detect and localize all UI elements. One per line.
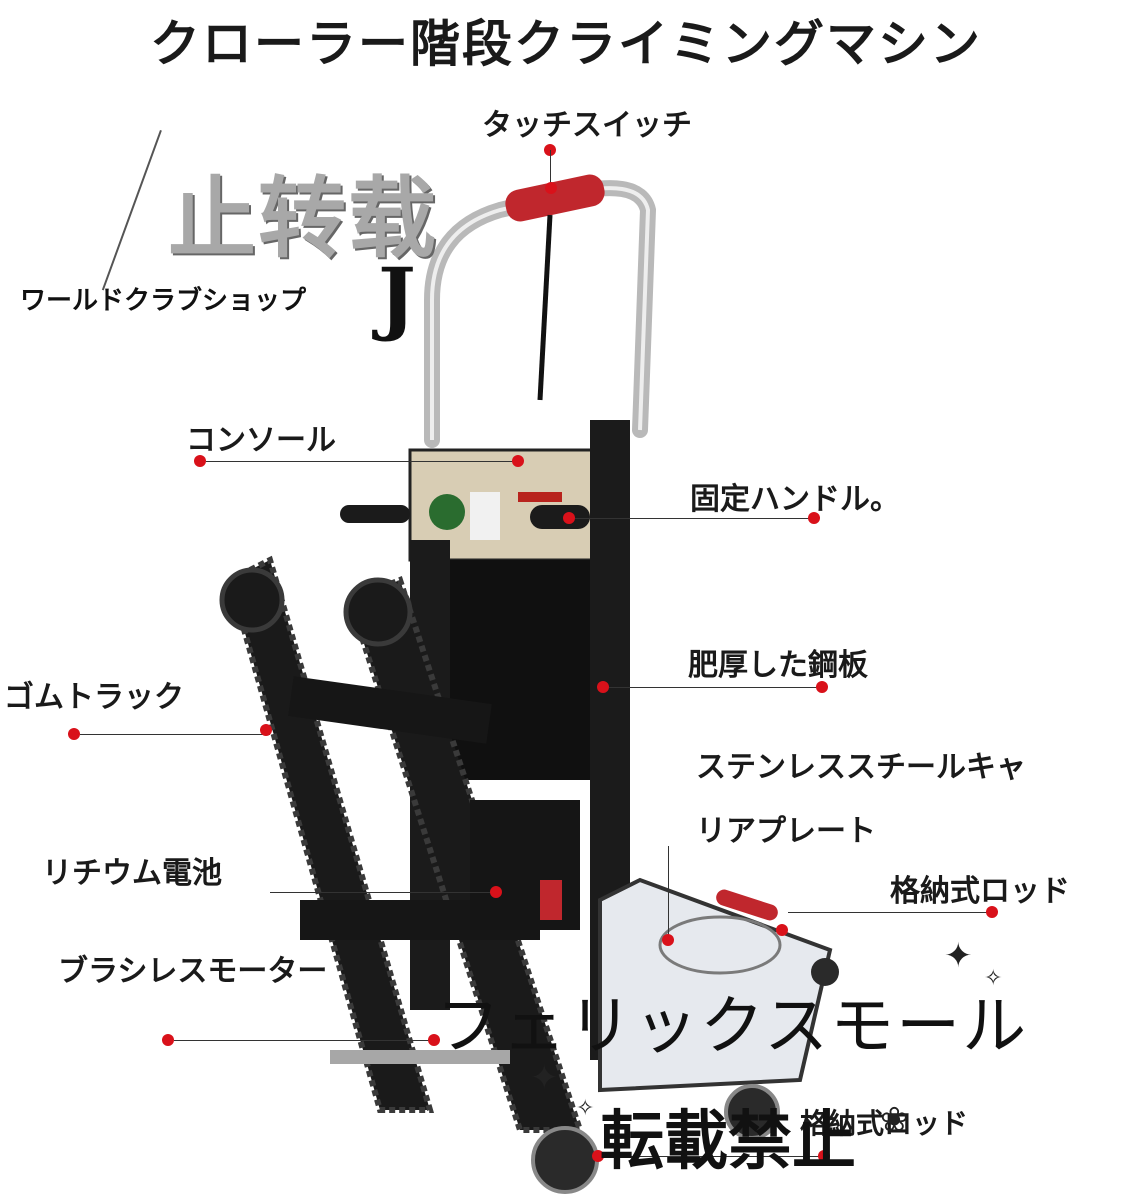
dot-brushless-motor bbox=[162, 1034, 174, 1046]
label-steel-plate: 肥厚した鋼板 bbox=[688, 648, 868, 683]
sparkle-icon: ✦ bbox=[530, 1058, 559, 1098]
handle-grip bbox=[505, 174, 605, 222]
label-retractable-rod-2: 格納式ロッド bbox=[800, 1107, 969, 1140]
sparkle-icon: ✧ bbox=[984, 966, 1003, 991]
cushion-icon: ❀ bbox=[880, 1100, 909, 1140]
watermark-no-repost: 転載禁止 bbox=[600, 1104, 856, 1179]
page-title: クローラー階段クライミングマシン bbox=[150, 15, 982, 73]
sparkle-icon: ✧ bbox=[576, 1096, 595, 1121]
label-fixed-handle: 固定ハンドル。 bbox=[690, 482, 900, 517]
dot-rubber-track-end bbox=[260, 724, 272, 736]
dot-rubber-track bbox=[68, 728, 80, 740]
dot-retractable-rod bbox=[986, 906, 998, 918]
watermark-shop-name: ワールドクラブショップ bbox=[20, 285, 307, 315]
sparkle-icon: ✦ bbox=[944, 936, 973, 976]
dot-handle-top bbox=[545, 182, 557, 194]
side-handle bbox=[340, 505, 410, 523]
label-touch-switch: タッチスイッチ bbox=[482, 108, 692, 143]
label-lithium-battery: リチウム電池 bbox=[42, 856, 222, 891]
watermark-j: J bbox=[378, 250, 416, 344]
dot-fixed-handle bbox=[808, 512, 820, 524]
dot-lithium-battery bbox=[490, 886, 502, 898]
dot-console-end bbox=[512, 455, 524, 467]
dot-steel-plate bbox=[816, 681, 828, 693]
dot-console bbox=[194, 455, 206, 467]
label-carrier-plate-1: ステンレススチールキャ bbox=[696, 750, 1026, 785]
dot-steel-plate-start bbox=[597, 681, 609, 693]
label-console: コンソール bbox=[186, 423, 336, 458]
dot-retractable-rod-start bbox=[776, 924, 788, 936]
watermark-felix-mall: フェリックスモール bbox=[436, 990, 1029, 1064]
dot-bottom-start bbox=[592, 1150, 604, 1162]
dot-bottom bbox=[818, 1150, 830, 1162]
label-carrier-plate-2: リアプレート bbox=[696, 814, 876, 849]
label-rubber-track: ゴムトラック bbox=[4, 680, 184, 715]
watermark-no-repost-cn: 止转载 bbox=[168, 166, 439, 270]
dot-fixed-handle-start bbox=[563, 512, 575, 524]
label-retractable-rod: 格納式ロッド bbox=[890, 874, 1070, 909]
label-brushless-motor: ブラシレスモーター bbox=[58, 954, 328, 989]
dot-brushless-motor-end bbox=[428, 1034, 440, 1046]
dot-carrier-plate bbox=[662, 934, 674, 946]
